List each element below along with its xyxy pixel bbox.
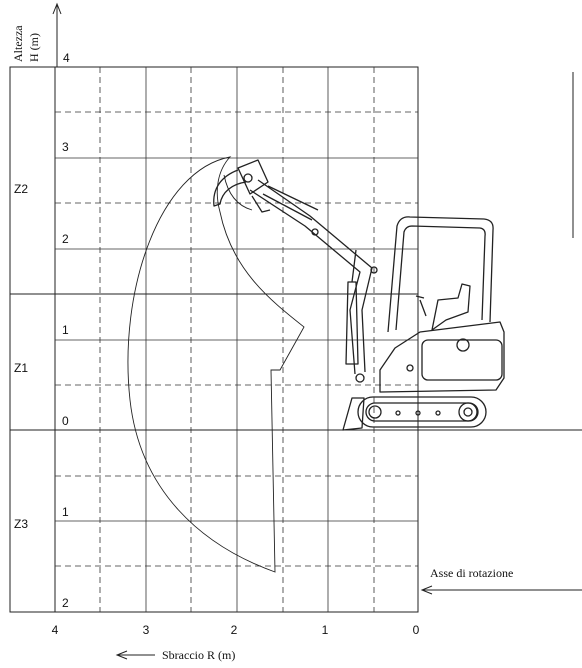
track xyxy=(357,396,487,428)
reach-label: 4 xyxy=(52,623,59,637)
excavator-icon xyxy=(213,159,505,431)
working-envelope-curve xyxy=(127,156,305,573)
reach-labels: 4 3 2 1 0 xyxy=(52,623,420,637)
rotation-axis-marker xyxy=(420,585,582,595)
reach-label: 2 xyxy=(231,623,238,637)
grid-lines-solid-vertical xyxy=(145,67,329,612)
y-axis-title-line2: H (m) xyxy=(27,33,41,62)
up-arrow-icon xyxy=(52,2,62,67)
x-axis-title: Sbraccio R (m) xyxy=(162,648,235,662)
height-label: 1 xyxy=(62,505,69,519)
reach-label: 1 xyxy=(322,623,329,637)
zone-label-z2: Z2 xyxy=(14,182,28,196)
height-label: 1 xyxy=(62,323,69,337)
zone-separators xyxy=(10,293,582,431)
height-label: 2 xyxy=(62,232,69,246)
zone-label-z1: Z1 xyxy=(14,361,28,375)
zone-labels: Z2 Z1 Z3 xyxy=(14,182,28,531)
left-arrow-icon xyxy=(115,650,155,660)
y-axis-title-line1: Altezza xyxy=(11,25,25,62)
reach-label: 0 xyxy=(413,623,420,637)
y-axis-top-value: 4 xyxy=(63,51,70,65)
rotation-axis-label: Asse di rotazione xyxy=(430,566,513,580)
height-label: 3 xyxy=(62,140,69,154)
height-label: 0 xyxy=(62,414,69,428)
height-labels: 3 2 1 0 1 2 xyxy=(62,140,69,610)
reach-label: 3 xyxy=(143,623,150,637)
grid-lines-dashed-horizontal xyxy=(55,111,418,567)
height-label: 2 xyxy=(62,596,69,610)
zone-label-z3: Z3 xyxy=(14,517,28,531)
